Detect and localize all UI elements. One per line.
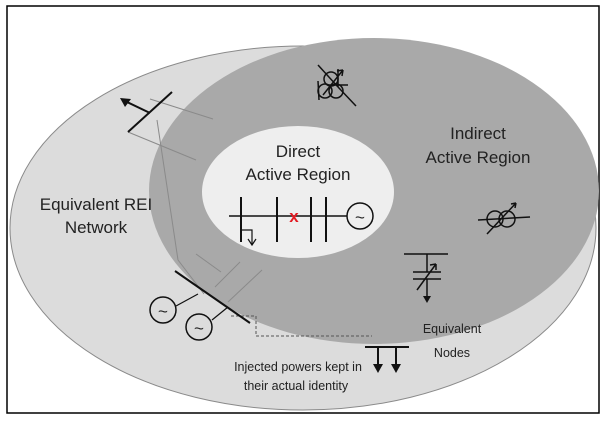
direct-region-label-line1: Direct (276, 142, 321, 161)
direct-region-circuit (229, 197, 374, 247)
generator-symbol: ~ (355, 208, 365, 227)
direct-region-label-line2: Active Region (246, 165, 351, 184)
equivalent-network-label-line2: Network (65, 218, 128, 237)
indirect-region-label-line1: Indirect (450, 124, 506, 143)
injection-dashed-line (231, 315, 372, 337)
busbar-icon (120, 91, 173, 133)
injected-powers-label-line1: Injected powers kept in (234, 360, 362, 374)
indirect-region-label-line2: Active Region (426, 148, 531, 167)
equivalent-nodes-loads (365, 346, 409, 373)
load-arrow-icon (373, 364, 383, 373)
generator-icon (149, 296, 177, 324)
generator-icon (346, 202, 374, 230)
generator-symbol: ~ (194, 319, 204, 338)
connection-lines (127, 98, 263, 303)
equivalent-nodes-label-line2: Nodes (434, 346, 470, 360)
injected-powers-label-line2: their actual identity (244, 379, 349, 393)
generator-symbol: ~ (158, 302, 168, 321)
three-winding-transformer-icon (317, 64, 357, 107)
load-arrow-icon (241, 229, 257, 247)
fault-marker-icon: x (289, 207, 299, 226)
power-system-symbols (120, 64, 531, 373)
direct-active-region (202, 126, 394, 258)
generator-busbar-group (149, 270, 251, 341)
load-arrow-icon (391, 364, 401, 373)
equivalent-nodes-label-line1: Equivalent (423, 322, 482, 336)
busbar-icon (174, 270, 251, 324)
shunt-capacitor-icon (404, 253, 448, 303)
equivalent-network-label-line1: Equivalent REI (40, 195, 152, 214)
generator-icon (185, 313, 213, 341)
phase-shifting-transformer-icon (477, 202, 531, 235)
